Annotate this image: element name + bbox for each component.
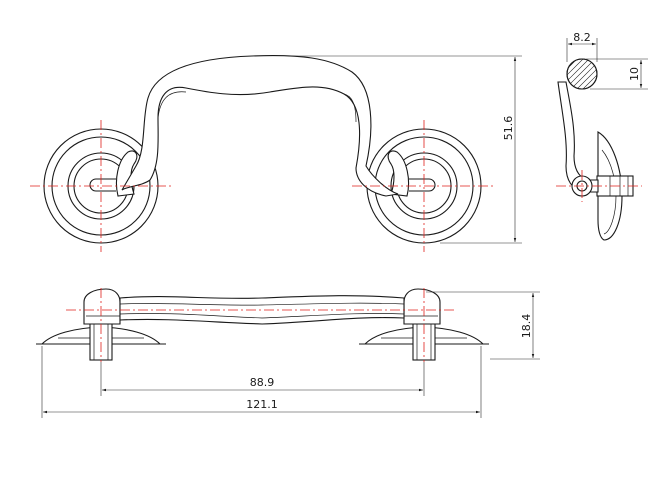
handle-bail-outline bbox=[121, 54, 399, 197]
dimension-label-121-1: 121.1 bbox=[246, 398, 278, 411]
dimension-side-height: 10 bbox=[586, 58, 648, 90]
dimension-label-10: 10 bbox=[628, 67, 641, 81]
dimension-label-8-2: 8.2 bbox=[573, 31, 591, 44]
dimension-label-88-9: 88.9 bbox=[250, 376, 275, 389]
dimension-overall-length: 121.1 bbox=[41, 346, 482, 418]
front-view bbox=[30, 54, 496, 252]
top-view bbox=[36, 288, 489, 362]
dimension-height-front: 51.6 bbox=[290, 55, 522, 244]
dimension-label-18-4: 18.4 bbox=[520, 314, 533, 339]
dimension-side-width: 8.2 bbox=[566, 31, 598, 62]
dimension-label-51-6: 51.6 bbox=[502, 116, 515, 141]
dimension-top-height: 18.4 bbox=[426, 291, 540, 360]
dimension-hole-spacing: 88.9 bbox=[100, 362, 425, 396]
